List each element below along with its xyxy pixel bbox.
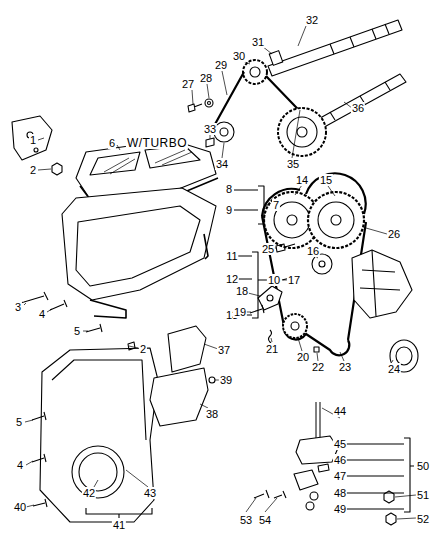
- callout-number: 44: [333, 405, 347, 417]
- callout-number: 46: [333, 454, 347, 466]
- callout-number: 33: [203, 123, 217, 135]
- callout-number: 23: [338, 361, 352, 373]
- callout-number: 15: [319, 174, 333, 186]
- variant-note: W/TURBO: [126, 137, 188, 149]
- callout-number: 20: [296, 351, 310, 363]
- callout-number: 5: [15, 416, 23, 428]
- callout-number: 53: [239, 514, 253, 526]
- callout-number: 29: [214, 59, 228, 71]
- callout-number: 40: [13, 501, 27, 513]
- callout-number: 28: [199, 72, 213, 84]
- callout-number: 45: [333, 438, 347, 450]
- callout-number: 16: [306, 245, 320, 257]
- callout-number: 39: [219, 374, 233, 386]
- callout-number: 31: [251, 36, 265, 48]
- callout-number: 42: [82, 487, 96, 499]
- callout-number: 2: [29, 164, 37, 176]
- callout-number: 54: [258, 514, 272, 526]
- callout-number: 51: [416, 489, 430, 501]
- callout-number: 41: [112, 519, 126, 531]
- callout-number: 30: [232, 50, 246, 62]
- callout-number: 3: [14, 301, 22, 313]
- callout-number: 7: [272, 199, 280, 211]
- callout-number: 26: [387, 228, 401, 240]
- callout-number: 52: [416, 513, 430, 525]
- callout-number: 36: [351, 102, 365, 114]
- callout-number: 38: [205, 408, 219, 420]
- callout-number: 4: [16, 459, 24, 471]
- callout-number: 35: [286, 158, 300, 170]
- callout-number: 17: [287, 274, 301, 286]
- callout-number: 37: [217, 344, 231, 356]
- callout-number: 8: [225, 183, 233, 195]
- callout-number: 49: [333, 503, 347, 515]
- callout-number: 47: [333, 470, 347, 482]
- callout-number: 48: [333, 487, 347, 499]
- callout-number: 10: [267, 274, 281, 286]
- callout-number: 32: [305, 14, 319, 26]
- callout-number: 19: [233, 306, 247, 318]
- callout-number: 6: [108, 137, 116, 149]
- callout-number: 12: [225, 273, 239, 285]
- callout-number: 1: [29, 134, 37, 146]
- callout-number: 5: [73, 325, 81, 337]
- callout-number: 43: [143, 487, 157, 499]
- callout-number: 27: [181, 78, 195, 90]
- callout-number: 18: [235, 285, 249, 297]
- callout-number: 21: [265, 343, 279, 355]
- callout-number: 14: [295, 174, 309, 186]
- callout-number: 22: [311, 361, 325, 373]
- callout-number: 9: [225, 204, 233, 216]
- callout-number: 34: [215, 158, 229, 170]
- callout-number: 4: [38, 308, 46, 320]
- callout-number: 11: [225, 250, 238, 262]
- callout-number: 25: [261, 243, 275, 255]
- callout-number: 24: [387, 363, 401, 375]
- callout-number: 2: [139, 343, 147, 355]
- callout-number: 50: [416, 460, 430, 472]
